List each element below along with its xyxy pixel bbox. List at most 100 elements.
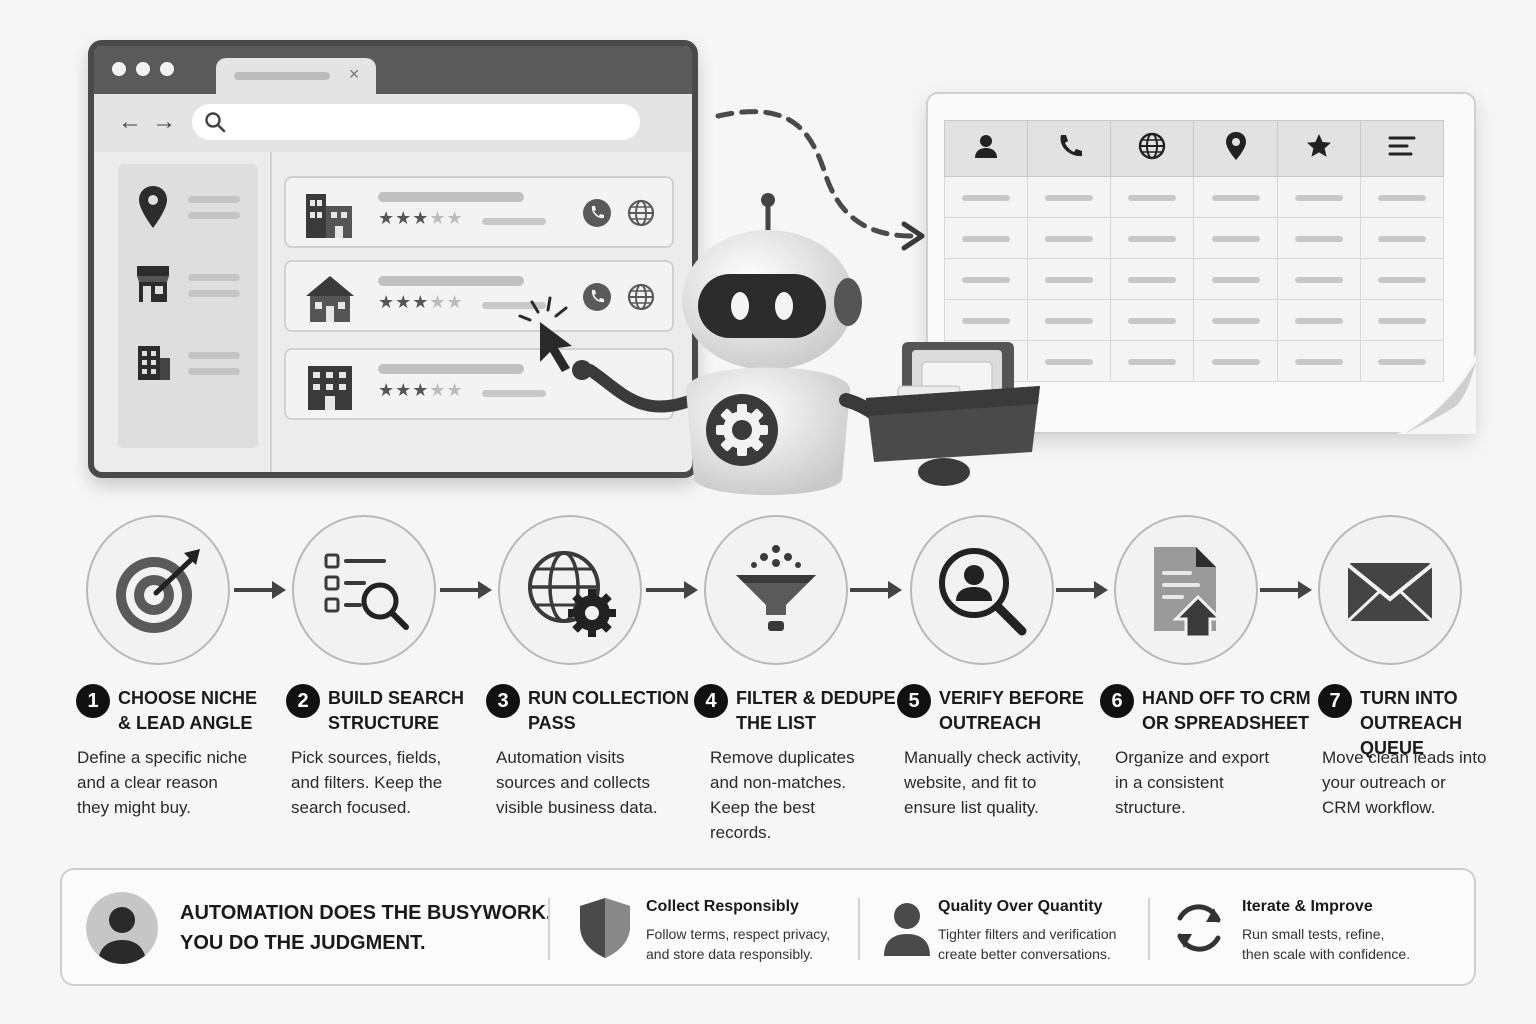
step-arrow <box>234 581 286 599</box>
browser-tab[interactable]: ✕ <box>216 58 376 98</box>
search-icon <box>205 112 226 133</box>
sidebar-item-building[interactable] <box>132 336 242 386</box>
cursor-click-icon <box>518 296 572 372</box>
step-description: Organize and export in a consistent stru… <box>1115 748 1270 817</box>
step-number-badge: 1 <box>76 684 110 718</box>
business-listing-card[interactable]: ★★★★★ <box>284 260 674 332</box>
column-header[interactable] <box>1193 120 1278 177</box>
step-icon-circle <box>1114 515 1258 665</box>
listing-subtitle-placeholder <box>482 302 546 309</box>
apartment-building-icon <box>308 366 352 410</box>
spreadsheet-header-row <box>943 120 1445 177</box>
browser-window: ✕ ← → <box>88 40 698 478</box>
sidebar-item-store[interactable] <box>132 258 242 308</box>
spreadsheet-row <box>943 176 1445 218</box>
globe-icon <box>1139 132 1166 160</box>
funnel-icon <box>736 545 816 631</box>
separator <box>858 898 860 960</box>
browser-navbar: ← → <box>94 94 692 152</box>
rating-stars: ★★★★★ <box>378 292 464 312</box>
step-title: BUILD SEARCH STRUCTURE <box>328 688 465 733</box>
step-title: HAND OFF TO CRM OR SPREADSHEET <box>1142 688 1311 733</box>
sidebar-item-location[interactable] <box>132 180 242 230</box>
window-control-dot[interactable] <box>112 62 126 76</box>
step-arrow <box>440 581 492 599</box>
window-control-dot[interactable] <box>136 62 150 76</box>
spreadsheet-row <box>943 258 1445 300</box>
flow-arrow-dashed <box>715 109 925 251</box>
column-header[interactable] <box>1359 120 1445 177</box>
tip-text: Tighter filters and verification create … <box>938 926 1117 962</box>
step-description: Manually check activity, website, and fi… <box>904 748 1082 817</box>
step-title: CHOOSE NICHE & LEAD ANGLE <box>118 688 258 733</box>
back-arrow-icon[interactable]: ← <box>118 108 142 135</box>
step-title: RUN COLLECTION PASS <box>528 688 689 733</box>
phone-icon[interactable] <box>582 282 612 312</box>
step-number-badge: 4 <box>694 684 728 718</box>
phone-icon <box>1060 135 1083 157</box>
listing-subtitle-placeholder <box>482 218 546 225</box>
step-heading: 5 VERIFY BEFORE OUTREACH <box>897 682 1097 736</box>
magnify-person-icon <box>939 548 1027 636</box>
step-description: Pick sources, fields, and filters. Keep … <box>291 748 443 817</box>
tip-text: Follow terms, respect privacy, and store… <box>646 926 831 962</box>
shield-icon <box>580 898 630 958</box>
step-arrow <box>1260 581 1312 599</box>
step-number-badge: 5 <box>897 684 931 718</box>
step-arrow <box>646 581 698 599</box>
spreadsheet-panel <box>926 92 1476 434</box>
listing-title-placeholder <box>378 276 524 286</box>
listing-title-placeholder <box>378 192 524 202</box>
person-icon <box>98 907 146 964</box>
step-heading: 1 CHOOSE NICHE & LEAD ANGLE <box>76 682 276 736</box>
column-header[interactable] <box>1027 120 1112 177</box>
business-listing-card[interactable]: ★★★★★ <box>284 176 674 248</box>
step-arrow <box>1056 581 1108 599</box>
browser-sidebar <box>118 164 258 448</box>
step-icon-circle <box>292 515 436 665</box>
column-header[interactable] <box>1110 120 1195 177</box>
target-icon <box>116 549 200 633</box>
house-icon <box>306 276 354 322</box>
avatar <box>86 892 158 964</box>
notes-icon <box>1388 136 1416 156</box>
step-icon-circle <box>86 515 230 665</box>
globe-icon[interactable] <box>626 282 656 312</box>
rating-stars: ★★★★★ <box>378 380 464 400</box>
step-number-badge: 7 <box>1318 684 1352 718</box>
window-control-dot[interactable] <box>160 62 174 76</box>
spreadsheet-row <box>943 299 1445 341</box>
column-header[interactable] <box>1276 120 1361 177</box>
step-description: Automation visits sources and collects v… <box>496 748 658 817</box>
step-description: Define a specific niche and a clear reas… <box>77 748 248 817</box>
tip-text: Run small tests, refine, then scale with… <box>1242 926 1411 962</box>
step-number-badge: 2 <box>286 684 320 718</box>
step-arrow <box>850 581 902 599</box>
step-title: FILTER & DEDUPE THE LIST <box>736 688 896 733</box>
forward-arrow-icon[interactable]: → <box>152 108 176 135</box>
globe-icon[interactable] <box>626 198 656 228</box>
pin-icon <box>139 186 167 228</box>
column-header[interactable] <box>943 120 1029 177</box>
step-description: Remove duplicates and non-matches. Keep … <box>710 748 855 842</box>
store-icon <box>137 266 169 302</box>
person-icon <box>884 903 930 956</box>
spreadsheet-row <box>943 217 1445 259</box>
step-number-badge: 6 <box>1100 684 1134 718</box>
envelope-icon <box>1346 563 1434 623</box>
tip-title: Collect Responsibly <box>646 898 799 915</box>
page-curl <box>1396 354 1476 434</box>
step-icon-circle <box>498 515 642 665</box>
step-description: Move clean leads into your outreach or C… <box>1322 748 1487 817</box>
close-icon[interactable]: ✕ <box>348 66 360 82</box>
tip-title: Iterate & Improve <box>1242 898 1373 915</box>
spreadsheet-row <box>943 340 1445 382</box>
phone-icon[interactable] <box>582 198 612 228</box>
listing-title-placeholder <box>378 364 524 374</box>
globe-gear-icon <box>528 551 616 637</box>
refresh-icon <box>1177 904 1221 952</box>
url-search-bar[interactable] <box>192 104 640 140</box>
spreadsheet-table <box>943 120 1445 382</box>
step-heading: 2 BUILD SEARCH STRUCTURE <box>286 682 486 736</box>
step-title: VERIFY BEFORE OUTREACH <box>939 688 1084 733</box>
